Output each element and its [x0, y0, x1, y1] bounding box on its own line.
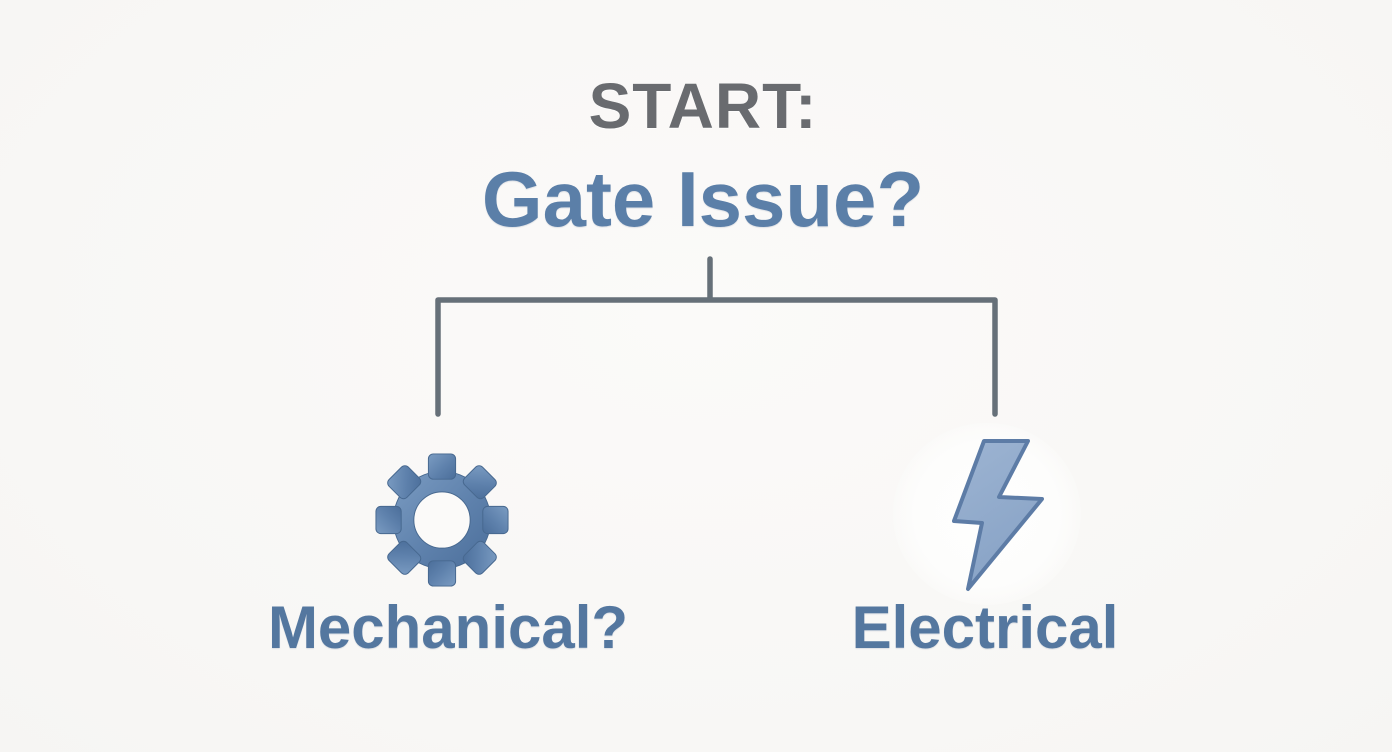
question-label: Gate Issue? [481, 155, 925, 243]
mechanical-label: Mechanical? [267, 594, 629, 661]
start-label: START: [588, 70, 818, 142]
electrical-label: Electrical [851, 594, 1119, 661]
branch-mechanical [374, 450, 510, 590]
connector-branches [435, 297, 998, 417]
bolt-shape [952, 439, 1044, 591]
gear-hole [413, 491, 471, 549]
branch-electrical [941, 434, 1051, 599]
gear-icon [375, 453, 509, 587]
lightning-bolt-icon [952, 439, 1044, 591]
title-block: START: Gate Issue? [0, 74, 1392, 238]
